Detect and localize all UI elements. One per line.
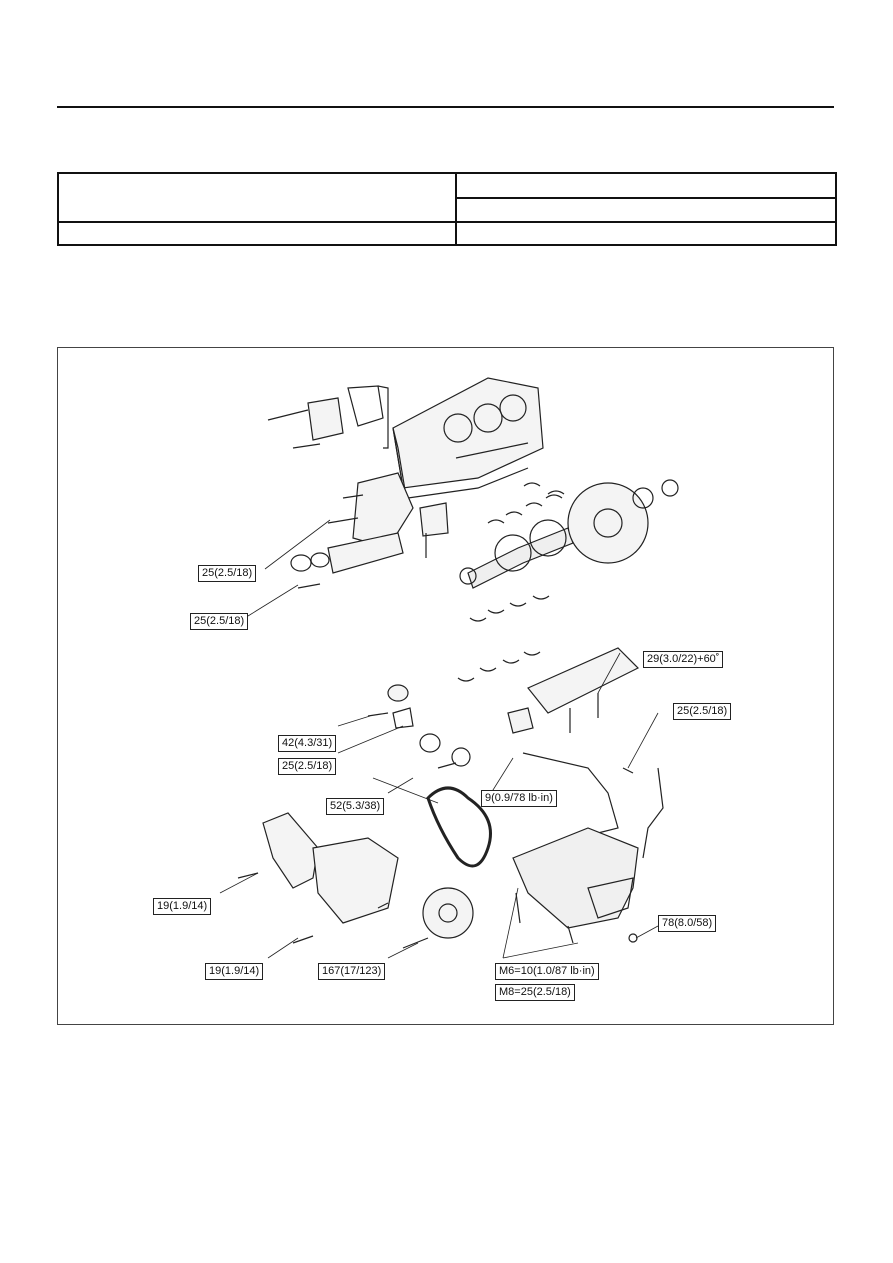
header-rule [57, 106, 834, 108]
main-bearings-upper-drawing [487, 482, 565, 524]
crankshaft-drawing [459, 519, 574, 589]
bracket-drawing [419, 502, 449, 537]
callout-oil-pan-m6: M6=10(1.0/87 lb·in) [495, 963, 599, 980]
callout-tensioner-bolt: 42(4.3/31) [278, 735, 337, 752]
bearing-cap-beam-drawing [527, 647, 640, 733]
cylinder-block-drawing [392, 377, 544, 509]
flywheel-drawing [567, 479, 679, 564]
callout-lower-cover-bolt: 19(1.9/14) [205, 963, 264, 980]
spec-table [57, 172, 837, 246]
callout-oil-strainer-bolt: 25(2.5/18) [673, 703, 732, 720]
timing-cover-upper-drawing [237, 812, 319, 889]
table-row-divider [59, 221, 835, 223]
tensioner-drawing [367, 684, 471, 769]
crank-pulley-drawing [402, 887, 474, 949]
oil-pump-drawing [327, 472, 414, 549]
oil-pan-drawing [512, 827, 639, 944]
dipstick-drawing [642, 767, 664, 859]
timing-belt-drawing [426, 786, 492, 868]
table-row-divider-right [455, 197, 835, 199]
callout-pulley-bolt: 52(5.3/38) [326, 798, 385, 815]
callout-pipe-bolt: 9(0.9/78 lb·in) [481, 790, 557, 807]
main-bearings-lower-drawing [457, 595, 550, 682]
callout-drain-plug: 78(8.0/58) [658, 915, 717, 932]
callout-upper-cover-bolt: 19(1.9/14) [153, 898, 212, 915]
callout-main-cap-bolt: 29(3.0/22)+60˚ [643, 651, 724, 668]
callout-oil-pan-m8: M8=25(2.5/18) [495, 984, 575, 1001]
exploded-view-figure: 25(2.5/18) 25(2.5/18) 29(3.0/22)+60˚ 25(… [57, 347, 834, 1025]
table-column-divider [455, 174, 457, 244]
water-pump-drawing [267, 385, 389, 449]
callout-idler-bolt: 25(2.5/18) [278, 758, 337, 775]
callout-oil-pump-bolt: 25(2.5/18) [190, 613, 249, 630]
engine-parts-illustration [219, 377, 679, 959]
oil-filter-bracket-drawing [290, 532, 404, 589]
callout-crank-pulley-bolt: 167(17/123) [318, 963, 386, 980]
timing-cover-lower-drawing [292, 837, 399, 944]
oil-strainer-drawing [507, 707, 634, 834]
callout-water-pump-bolt: 25(2.5/18) [198, 565, 257, 582]
